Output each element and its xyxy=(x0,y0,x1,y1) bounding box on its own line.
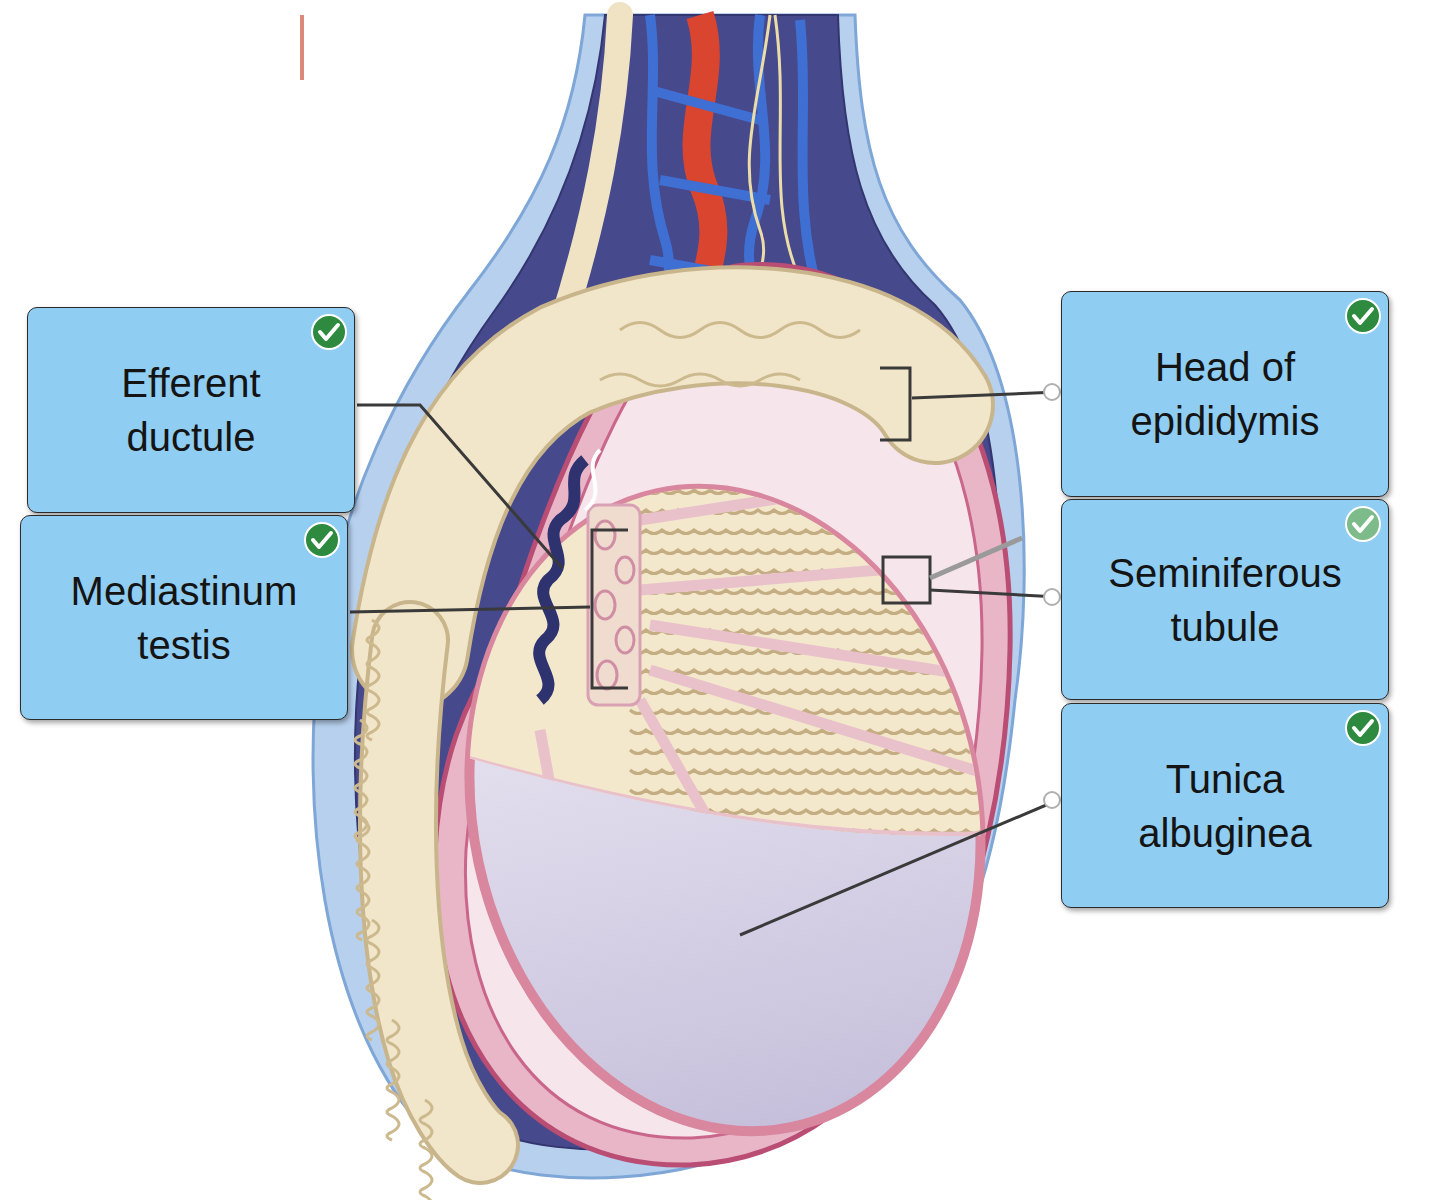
label-box: Mediastinum testis xyxy=(20,515,348,720)
check-icon xyxy=(1344,505,1382,543)
check-icon xyxy=(1344,297,1382,335)
label-text: Mediastinum testis xyxy=(51,564,317,672)
tubule-squiggle xyxy=(630,730,1014,734)
tubule-squiggle xyxy=(630,530,1014,534)
tubule-squiggle xyxy=(630,690,1014,694)
tubule-squiggle xyxy=(630,550,1014,554)
label-box: Efferent ductule xyxy=(27,307,355,513)
label-text: Seminiferous tubule xyxy=(1092,546,1358,654)
duct-coil xyxy=(367,920,379,1040)
label-box: Head of epididymis xyxy=(1061,291,1389,497)
tubule-squiggle xyxy=(630,670,1014,674)
duct-coil xyxy=(367,620,379,740)
tubule-squiggle xyxy=(630,490,1014,494)
check-icon xyxy=(310,313,348,351)
tubule-squiggle xyxy=(630,750,1014,754)
rete-testis xyxy=(595,521,634,689)
duct-highlight xyxy=(585,450,600,510)
anchor-dots xyxy=(1044,384,1060,808)
epididymis-head xyxy=(410,325,935,650)
label-text: Head of epididymis xyxy=(1092,340,1358,448)
duct-coil xyxy=(600,323,860,387)
duct-coil xyxy=(387,1020,399,1140)
tubule-squiggle xyxy=(630,710,1014,714)
check-icon xyxy=(1344,709,1382,747)
label-box: Tunica albuginea xyxy=(1061,703,1389,908)
epididymis-body xyxy=(398,640,480,1145)
tubule-squiggle xyxy=(630,470,1014,474)
tubule-squiggle xyxy=(630,810,1014,814)
cut-edge xyxy=(440,752,1060,836)
epididymis-body-outline xyxy=(398,640,480,1145)
label-text: Tunica albuginea xyxy=(1092,752,1358,860)
cropped-edge xyxy=(300,15,304,80)
duct-coil xyxy=(420,1100,432,1200)
check-icon xyxy=(303,521,341,559)
label-text: Efferent ductule xyxy=(58,356,324,464)
septa xyxy=(540,480,1000,840)
mediastinum xyxy=(588,505,640,705)
label-box: Seminiferous tubule xyxy=(1061,499,1389,700)
leader-lines xyxy=(350,368,1058,935)
tubule-squiggle xyxy=(630,610,1014,614)
epididymis-head-outline xyxy=(410,325,935,650)
magnifier-pointer xyxy=(930,538,1022,578)
efferent-ductules xyxy=(539,460,585,700)
duct-coil xyxy=(357,820,369,940)
